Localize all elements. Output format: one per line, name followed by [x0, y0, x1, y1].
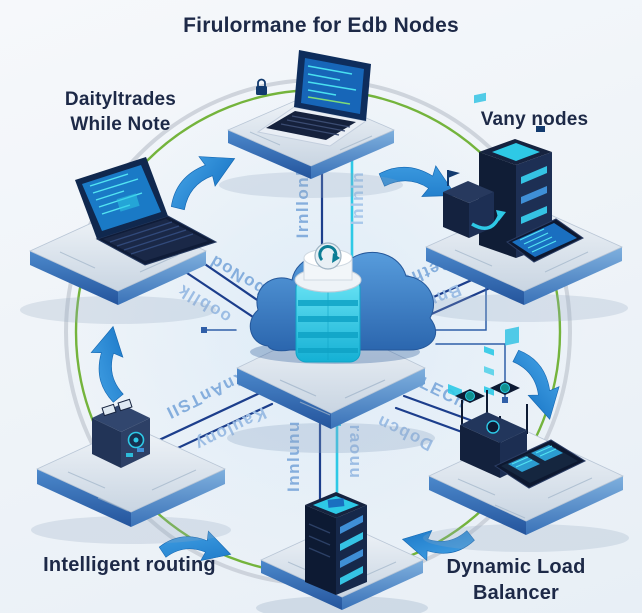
link-label: raouu — [346, 425, 365, 480]
diagram-title: Firulormane for Edb Nodes — [183, 14, 459, 37]
chip-icon — [101, 398, 133, 417]
node-lower-right-rack — [423, 326, 629, 552]
node-bottom-server — [256, 492, 428, 613]
node-upper-left-laptop — [20, 157, 218, 324]
label-bottom-right: Dynamic Load Balancer — [446, 556, 586, 604]
chip-icon — [327, 498, 345, 508]
link-label: Irnllonl — [293, 170, 312, 239]
label-upper-left: Daityltrades While Note — [28, 88, 213, 137]
link-label: Innlunu — [284, 420, 303, 492]
label-bottom-left: Intelligent routing — [43, 554, 216, 576]
laptop — [75, 157, 218, 266]
label-upper-left-line1: Daityltrades — [64, 89, 177, 110]
cube-device — [92, 398, 150, 468]
database-icon — [294, 242, 362, 363]
tiny-device-icon — [536, 126, 545, 132]
label-upper-right: Vany nodes — [480, 109, 589, 130]
tablet — [493, 439, 587, 489]
edge-cube — [443, 92, 506, 399]
tablet — [506, 218, 584, 263]
label-upper-left-line2: While Note — [70, 113, 171, 135]
link-label: lnlnln — [348, 171, 367, 225]
fan-icon — [465, 391, 475, 401]
node-center-cloud — [227, 242, 437, 453]
antenna-icon — [447, 170, 460, 186]
lock-icon — [256, 78, 267, 95]
node-upper-right-servers — [420, 92, 628, 399]
laptop — [256, 50, 371, 147]
fan-icon — [500, 383, 510, 393]
node-top-laptop — [219, 50, 403, 198]
node-lower-left-cube — [31, 398, 231, 544]
compute-rack — [455, 326, 528, 478]
server-tower — [479, 126, 552, 396]
server-tower — [305, 492, 367, 595]
fan-icon — [486, 420, 500, 434]
